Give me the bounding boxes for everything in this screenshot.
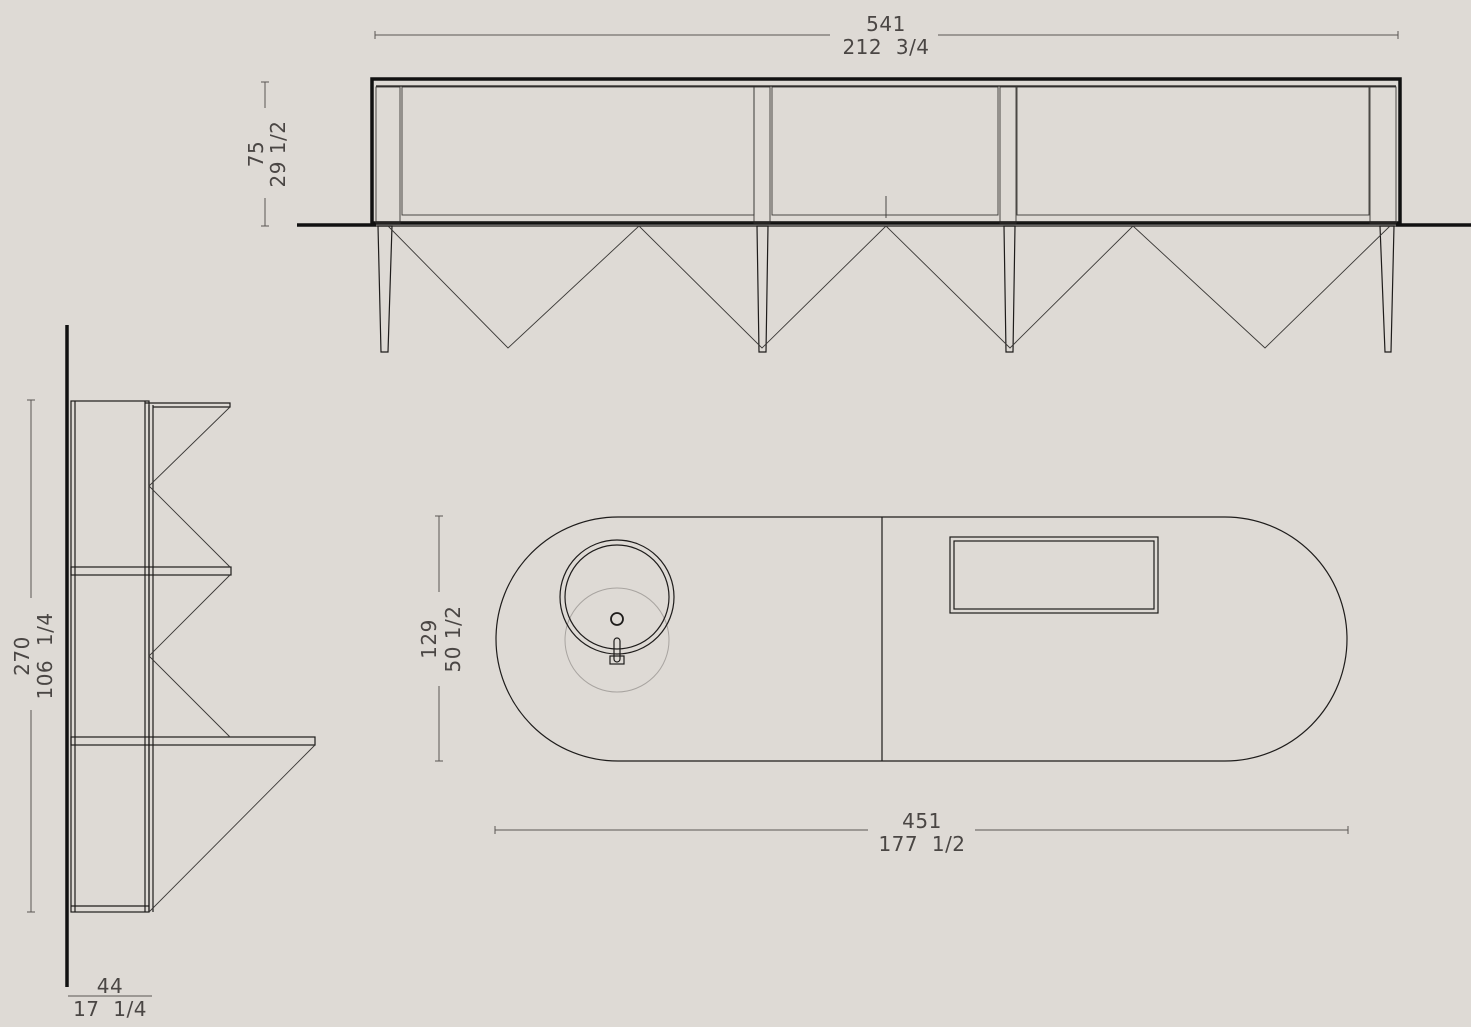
front-elevation: 541 212 3/4 75 29 1/2 (244, 12, 1471, 353)
top-width-metric: 451 (902, 809, 942, 833)
side-zigzag-upper (148, 406, 231, 568)
recess-inner (953, 540, 1155, 610)
side-top-arm (145, 402, 231, 408)
faucet-spout (613, 637, 621, 663)
faucet-base (609, 655, 625, 665)
side-frame (70, 400, 150, 913)
front-panel-1 (401, 86, 755, 216)
front-panel-2 (771, 86, 999, 216)
side-depth-metric: 44 (97, 974, 123, 998)
side-elevation: 270 106 1/4 44 17 1/4 (10, 325, 316, 1021)
front-leg-4 (1379, 225, 1395, 353)
front-zigzag-brace (387, 225, 1391, 349)
side-shelf-1 (70, 566, 232, 576)
top-width-imperial: 177 1/2 (878, 832, 965, 856)
top-view: 129 50 1/2 451 177 1/2 (417, 515, 1349, 856)
side-shelf-2 (70, 736, 316, 746)
top-depth-imperial: 50 1/2 (441, 606, 465, 673)
front-height-imperial: 29 1/2 (266, 121, 290, 188)
recess-outer (949, 536, 1159, 614)
basin-inner-rim (564, 544, 670, 650)
side-height-metric: 270 (10, 636, 34, 676)
front-post (1369, 86, 1397, 224)
front-width-metric: 541 (866, 12, 906, 36)
front-post (375, 86, 401, 224)
basin-outer-rim (559, 539, 675, 655)
front-panel-3 (1016, 86, 1370, 216)
drain-icon (610, 612, 624, 626)
front-width-imperial: 212 3/4 (842, 35, 929, 59)
front-frame-outline (370, 77, 1402, 225)
top-depth-metric: 129 (417, 619, 441, 659)
front-leg-3 (1003, 225, 1016, 353)
front-leg-1 (377, 225, 393, 353)
front-height-metric: 75 (244, 141, 268, 167)
side-height-imperial: 106 1/4 (33, 612, 57, 699)
front-post (999, 86, 1017, 224)
countertop-outline (495, 516, 1348, 762)
side-diagonal-lower (148, 744, 316, 913)
front-post (753, 86, 771, 224)
side-zigzag-middle (148, 574, 231, 738)
basin-underside (564, 587, 670, 693)
side-depth-imperial: 17 1/4 (73, 997, 147, 1021)
front-leg-2 (756, 225, 769, 353)
